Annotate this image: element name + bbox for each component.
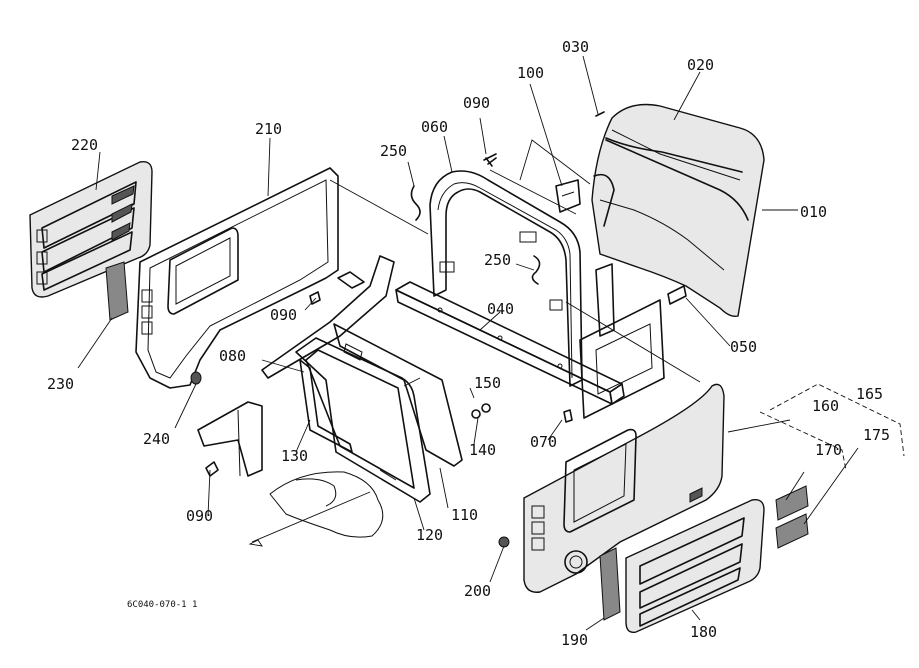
part-170-decal: [775, 485, 809, 521]
part-020-hood-trim: [605, 137, 743, 173]
label-010: 010: [800, 203, 827, 221]
hood-bracket-assembly: [579, 263, 665, 419]
part-060-front-frame: [429, 170, 583, 387]
label-250-top: 250: [380, 142, 407, 160]
label-030: 030: [562, 38, 589, 56]
label-070: 070: [530, 433, 557, 451]
part-130-lower-brace: [299, 359, 353, 453]
part-250-springs: [410, 185, 541, 285]
label-040: 040: [487, 300, 514, 318]
label-080: 080: [219, 347, 246, 365]
hinge-bracket-left: [197, 401, 263, 477]
label-210: 210: [255, 120, 282, 138]
part-220-grille-left: [29, 161, 153, 298]
part-175-decal: [775, 513, 809, 549]
part-120-inner-frame: [295, 337, 431, 503]
label-175: 175: [863, 426, 890, 444]
label-060: 060: [421, 118, 448, 136]
label-020: 020: [687, 56, 714, 74]
part-190-mesh-right: [599, 547, 621, 621]
part-210-side-panel-left: [135, 167, 339, 389]
leader-lines: [77, 55, 905, 631]
label-100: 100: [517, 64, 544, 82]
fastener-bolts: [205, 111, 687, 548]
label-130: 130: [281, 447, 308, 465]
label-150: 150: [474, 374, 501, 392]
label-170: 170: [815, 441, 842, 459]
part-180-grille-right: [625, 499, 765, 633]
part-100-latch: [555, 179, 581, 213]
label-090-top: 090: [463, 94, 490, 112]
engine-context-outline: [248, 471, 384, 547]
label-230: 230: [47, 375, 74, 393]
label-240: 240: [143, 430, 170, 448]
label-140: 140: [469, 441, 496, 459]
label-165: 165: [856, 385, 883, 403]
part-110-side-sheet: [333, 323, 463, 467]
part-010-hood: [591, 103, 765, 318]
part-side-panel-right: [523, 383, 725, 593]
part-080-stay-rod: [261, 255, 395, 379]
label-090-bottom: 090: [186, 507, 213, 525]
label-120: 120: [416, 526, 443, 544]
label-200: 200: [464, 582, 491, 600]
label-110: 110: [451, 506, 478, 524]
label-180: 180: [690, 623, 717, 641]
label-090-left: 090: [270, 306, 297, 324]
label-190: 190: [561, 631, 588, 649]
label-160: 160: [812, 397, 839, 415]
drawing-code: 6C040-070-1 1: [127, 600, 197, 610]
part-240-grommet: [190, 371, 202, 385]
label-250-mid: 250: [484, 251, 511, 269]
label-220: 220: [71, 136, 98, 154]
part-labels: 220 210 230 240 080 090 090 250 060 090 …: [47, 38, 890, 649]
part-230-mesh-left: [105, 261, 129, 321]
label-050: 050: [730, 338, 757, 356]
